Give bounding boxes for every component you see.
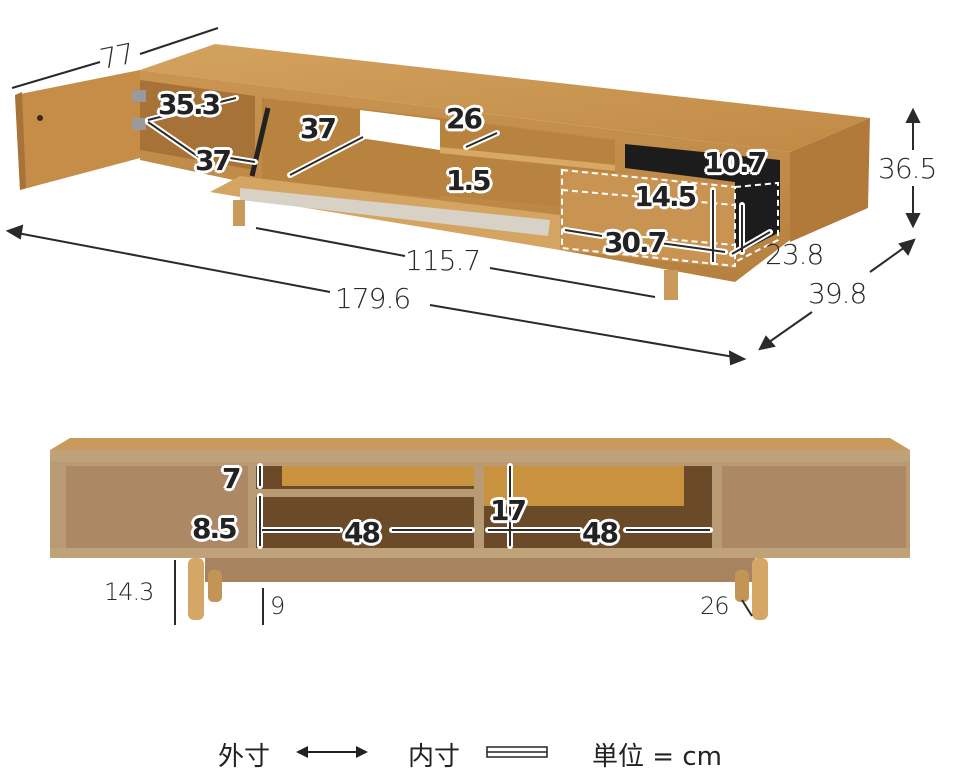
dim-leg-inset: 26	[700, 592, 730, 620]
tv-board-front-illustration	[50, 438, 910, 625]
legend: 外寸 内寸 単位 = cm	[0, 734, 960, 774]
legend-inner-label: 内寸	[408, 742, 461, 772]
dim-left-cabinet-width: 35.3	[158, 88, 221, 121]
drawer-dashed-outline	[561, 168, 779, 268]
dim-drawer-inner-height: 10.7	[704, 146, 767, 179]
legend-unit-label: 単位 = cm	[592, 742, 722, 772]
dim-left-cabinet-depth: 37	[195, 144, 232, 177]
dim-shelf-thickness: 1.5	[446, 164, 492, 197]
tv-board-perspective-illustration	[5, 27, 921, 366]
dim-open-height: 17	[490, 494, 527, 527]
dim-total-width: 179.6	[335, 282, 411, 315]
dim-leg-span: 115.7	[405, 244, 481, 277]
dim-center-cabinet-depth: 37	[300, 112, 337, 145]
double-arrow-icon	[296, 746, 368, 758]
dim-base-clearance: 9	[270, 592, 285, 620]
dim-leg-height: 14.3	[104, 578, 154, 606]
dim-right-open-width: 48	[582, 516, 619, 549]
front-view: 7 8.5 48 17 48 14.3 9 26	[0, 420, 960, 640]
dim-lower-shelf-height: 8.5	[192, 512, 238, 545]
legend-outer-label: 外寸	[218, 742, 271, 772]
dim-drawer-width: 30.7	[604, 226, 667, 259]
dim-left-open-width: 48	[344, 516, 381, 549]
dim-center-shelf-depth: 26	[446, 102, 483, 135]
dim-height: 36.5	[878, 152, 937, 185]
dim-drawer-depth: 23.8	[765, 238, 824, 271]
double-line-icon	[486, 746, 548, 758]
dim-door-span: 77	[96, 36, 137, 77]
dim-upper-shelf-height: 7	[222, 462, 242, 495]
dim-drawer-height: 14.5	[634, 180, 697, 213]
dim-depth: 39.8	[808, 277, 867, 310]
perspective-view: 77 179.6 115.7 36.5 39.8 35.3 37 37 26 1…	[0, 0, 960, 380]
